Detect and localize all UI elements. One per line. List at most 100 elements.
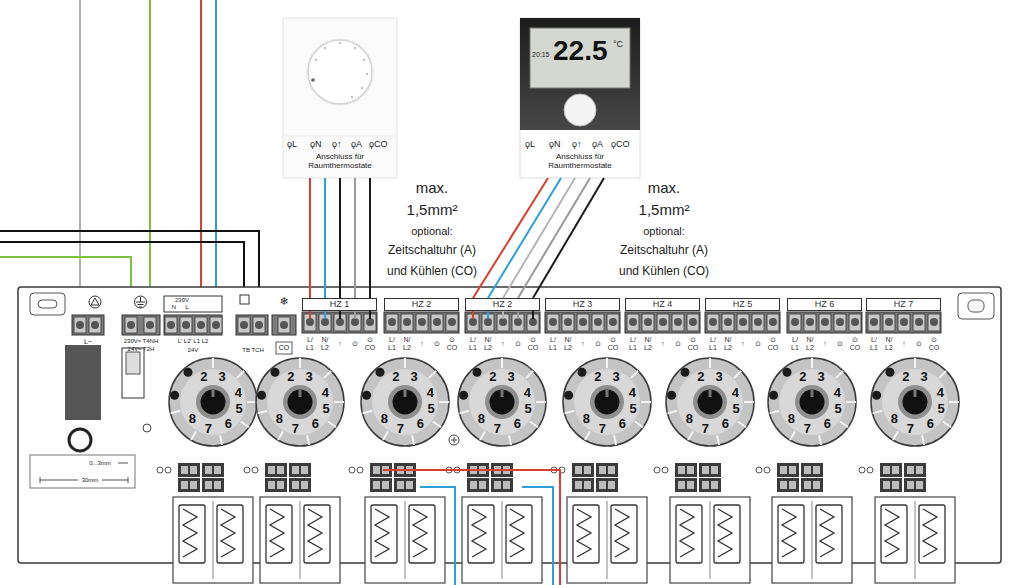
dimension-label: 30mm: [82, 477, 99, 484]
thermostat-wire: [473, 178, 548, 298]
thermostat-wire: [533, 178, 604, 298]
terminal-label: 24V: [188, 347, 199, 354]
zone-header: HZ 7: [866, 298, 941, 311]
dial-number: 4: [427, 386, 434, 400]
dial-number: 5: [834, 402, 841, 416]
terminal-label: N/ L2: [804, 336, 817, 351]
dial-number: 6: [514, 417, 521, 431]
terminal-label: ⊙: [834, 340, 847, 348]
display-unit: °C: [613, 40, 623, 50]
terminal-label: N/ L2: [883, 336, 896, 351]
dial-number: 2: [697, 369, 704, 383]
zone-name: HZ 4: [653, 300, 673, 310]
display-temperature: 22.5: [553, 36, 608, 67]
dial-number: 7: [599, 421, 606, 435]
dial-number: 8: [686, 412, 693, 426]
zone-header: HZ 2: [384, 298, 459, 311]
dial-number: 6: [619, 417, 626, 431]
terminal-label: L/ L1: [707, 336, 720, 351]
terminal-label: N/ L2: [319, 336, 332, 351]
terminal-label: ⊙ CO: [527, 336, 540, 351]
thermostat-wire: [354, 178, 356, 298]
wire-note: und Kühlen (CO): [619, 265, 709, 278]
terminal-label: ⊙: [512, 340, 525, 348]
terminal-label: L' L2' L1 L2: [178, 338, 209, 345]
dial-number: 4: [524, 386, 531, 400]
dial-number: 3: [219, 369, 226, 383]
dial-number: 8: [788, 412, 795, 426]
terminal-label: ⊙ CO: [687, 336, 700, 351]
zone-name: HZ 6: [815, 300, 835, 310]
terminal-label: ↑: [737, 340, 750, 348]
dial-number: 5: [937, 402, 944, 416]
dial-number: 2: [594, 369, 601, 383]
wire-note: max.: [648, 180, 681, 197]
room-thermostat: 20:1522.5°CϙLϙNϙ↑ϙAϙCOAnschluss für Raum…: [520, 18, 640, 178]
room-thermostat: ϙLϙNϙ↑ϙAϙCOAnschluss für Raumthermostate: [283, 18, 397, 178]
terminal-label: ↑: [416, 340, 429, 348]
zone-name: HZ 1: [330, 300, 350, 310]
zone-dials: [169, 358, 959, 446]
terminal-label: ⊙ CO: [928, 336, 941, 351]
dial-number: 6: [417, 417, 424, 431]
terminal-label: L~: [84, 338, 92, 346]
thermostat-wire: [324, 178, 326, 298]
zone-header: HZ 3: [545, 298, 620, 311]
digital-thermostat-body: [520, 18, 640, 178]
terminal-label: N/ L2: [722, 336, 735, 351]
dial-number: 2: [799, 369, 806, 383]
dial-number: 2: [902, 369, 909, 383]
dial-number: 8: [276, 412, 283, 426]
terminal-label: N/ L2: [401, 336, 414, 351]
actuator-wires: [383, 470, 560, 585]
terminal-label: CO: [279, 344, 290, 352]
dial-number: 5: [732, 402, 739, 416]
terminal-label: ϙL: [287, 140, 297, 150]
terminal-label: ⊙: [752, 340, 765, 348]
zone-header: HZ 4: [625, 298, 700, 311]
wire-note: Zeitschaltuhr (A): [620, 244, 708, 257]
zone-name: HZ 3: [573, 300, 593, 310]
zone-name: HZ 2: [412, 300, 432, 310]
terminal-label: ϙ↑: [572, 140, 582, 150]
supply-wires: [0, 0, 259, 315]
wire-note: optional:: [643, 225, 685, 237]
terminal-label: L/ L1: [789, 336, 802, 351]
supply-terminals: [72, 295, 296, 354]
dial-number: 7: [205, 421, 212, 435]
display-clock: 20:15: [532, 51, 550, 59]
dial-number: 3: [411, 369, 418, 383]
dial-number: 7: [907, 421, 914, 435]
terminal-label: ⊙: [592, 340, 605, 348]
dial-number: 5: [235, 402, 242, 416]
dial-number: 2: [489, 369, 496, 383]
thermostat-wire: [488, 178, 561, 298]
zone-terminal-blocks: [302, 312, 941, 333]
dial-number: 2: [200, 369, 207, 383]
terminal-label: ⊙: [913, 340, 926, 348]
dial-number: 8: [381, 412, 388, 426]
dial-number: 6: [722, 417, 729, 431]
wire-note: 1,5mm²: [407, 202, 458, 219]
thermostat-wire: [503, 178, 575, 298]
dial-number: 3: [921, 369, 928, 383]
terminal-label: L/ L1: [467, 336, 480, 351]
thermostat-wire: [339, 178, 341, 298]
wire-ends: [310, 311, 533, 319]
terminal-label: ↑: [898, 340, 911, 348]
dial-number: 2: [392, 369, 399, 383]
dial-number: 7: [702, 421, 709, 435]
zone-name: HZ 2: [493, 300, 513, 310]
dial-number: 3: [306, 369, 313, 383]
dial-number: 6: [824, 417, 831, 431]
wire-note: Zeitschaltuhr (A): [388, 244, 476, 257]
dial-number: 6: [927, 417, 934, 431]
wire-note: optional:: [411, 225, 453, 237]
dial-number: 7: [804, 421, 811, 435]
dial-number: 6: [312, 417, 319, 431]
dial-number: 4: [937, 386, 944, 400]
terminal-label: ϙ↑: [332, 140, 342, 150]
terminal-label: 230V: [175, 297, 189, 304]
dial-number: 3: [818, 369, 825, 383]
